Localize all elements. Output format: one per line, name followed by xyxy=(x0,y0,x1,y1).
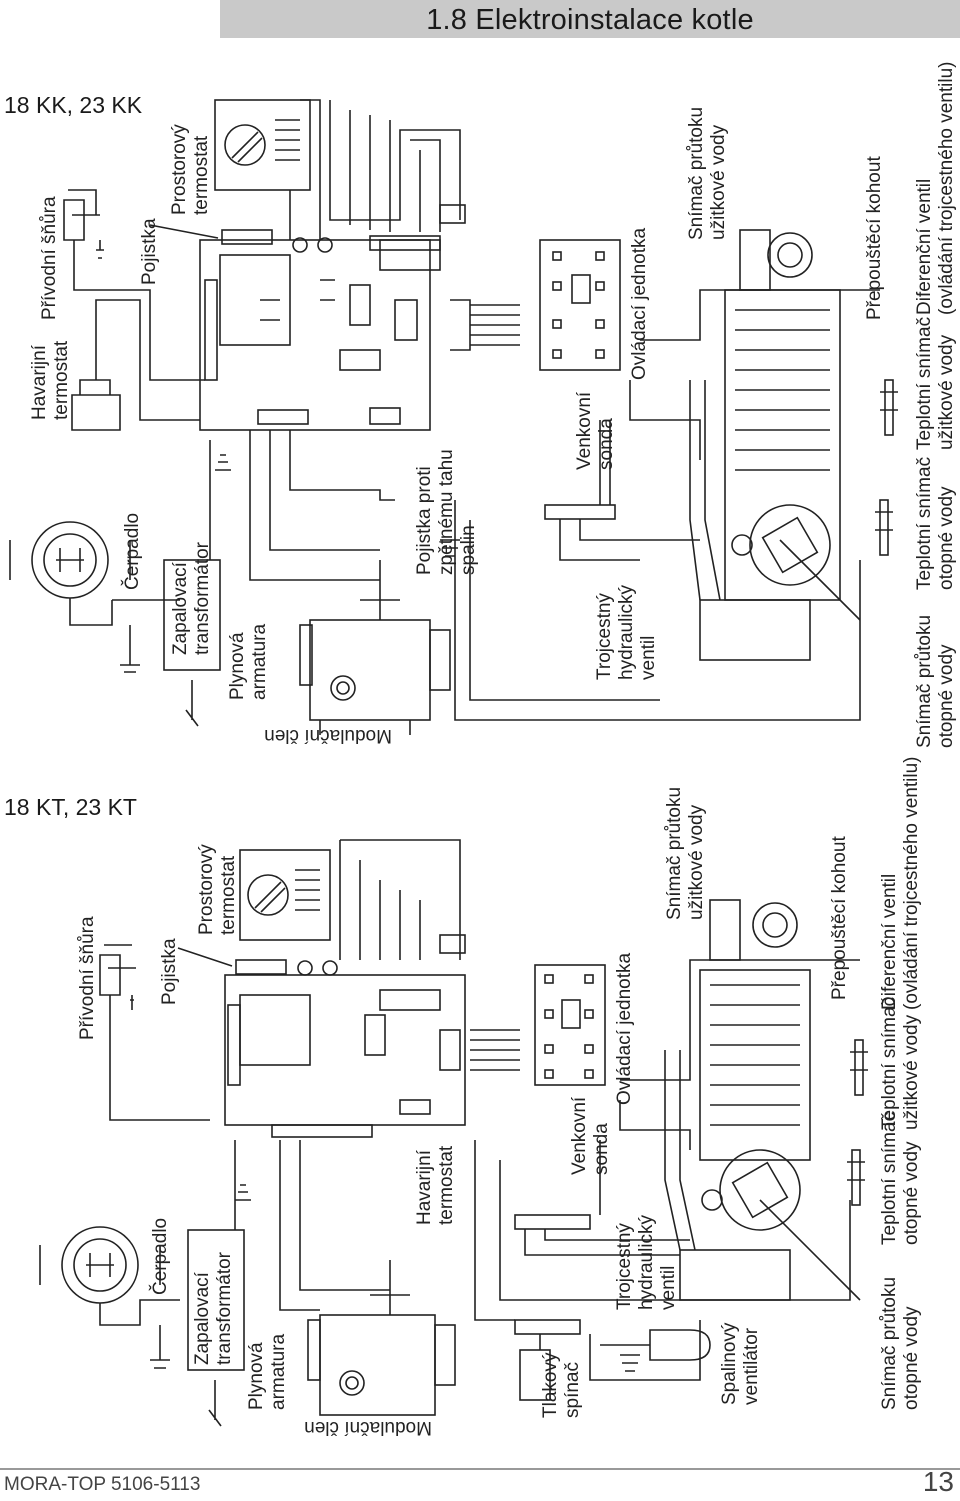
ignition-transformer-bottom xyxy=(187,1140,251,1427)
label-plynova-top: Plynová armatura xyxy=(227,624,270,700)
label-cerpadlo-top: Čerpadlo xyxy=(121,513,143,590)
label-privodni-top: Přívodní šňůra xyxy=(39,196,60,320)
temperature-sensors-bottom xyxy=(759,1039,868,1301)
label-pojistka-bottom: Pojistka xyxy=(159,938,180,1005)
label-zapalovaci-bottom: Zapalovací transformátor xyxy=(192,1251,235,1365)
emergency-thermostat-top xyxy=(71,299,200,431)
label-pojistka-top: Pojistka xyxy=(139,218,160,285)
wire-bundle-bottom xyxy=(339,839,466,960)
label-trojcestny-top: Trojcestný hydraulický ventil xyxy=(594,580,659,680)
room-thermostat-top xyxy=(214,99,321,240)
fuse-bottom xyxy=(177,947,287,975)
label-ovladaci-bottom: Ovládací jednotka xyxy=(614,952,635,1105)
power-plug-bottom xyxy=(99,944,210,1121)
label-havarijni-bottom: Havarijní termostat xyxy=(414,1145,457,1225)
label-teplotni-otopne-top: Teplotní snímač otopné vody xyxy=(914,452,957,590)
label-tlakovy-bottom: Tlakový spínač xyxy=(540,1347,583,1418)
ignition-transformer-top xyxy=(163,440,231,727)
label-modulacni-bottom: Modulační člen xyxy=(304,1417,432,1438)
label-diferencni-bottom: Diferenční ventil (ovládání trojcestného… xyxy=(879,757,922,1010)
label-cerpadlo-bottom: Čerpadlo xyxy=(149,1218,171,1295)
pressure-switch-bottom xyxy=(514,1319,701,1401)
label-diferencni-top: Diferenční ventil (ovládání trojcestného… xyxy=(914,62,957,315)
heat-exchanger-top xyxy=(689,229,841,661)
temperature-sensors-top xyxy=(779,379,898,621)
control-board-top xyxy=(199,237,441,431)
label-zapalovaci-top: Zapalovací transformátor xyxy=(170,541,213,655)
outdoor-sensor-connector-bottom xyxy=(514,1140,690,1256)
footer-page-number: 13 xyxy=(922,1466,954,1497)
section-heading-kt: 18 KT, 23 KT xyxy=(4,794,137,820)
label-prepousteci-bottom: Přepouštěcí kohout xyxy=(829,836,850,1000)
label-snimac-uzitkove-bottom: Snímač průtoku užitkové vody xyxy=(664,782,707,920)
pump-bottom xyxy=(39,1226,180,1369)
section-heading-kk: 18 KK, 23 KK xyxy=(4,92,143,118)
label-prostorovy-top: Prostorový termostat xyxy=(169,119,212,215)
power-plug-top xyxy=(63,189,205,381)
gas-valve-top xyxy=(299,560,451,735)
control-unit-top xyxy=(539,239,621,371)
label-snimac-otopne-bottom: Snímač průtoku otopné vody xyxy=(879,1272,922,1410)
label-teplotni-uzitkove-top: Teplotní snímač užitkové vody xyxy=(914,312,957,450)
label-snimac-uzitkove-top: Snímač průtoku užitkové vody xyxy=(686,102,729,240)
label-trojcestny-bottom: Trojcestný hydraulický ventil xyxy=(614,1210,679,1310)
label-prepousteci-top: Přepouštěcí kohout xyxy=(864,156,885,320)
label-teplotni-otopne-bottom: Teplotní snímač otopné vody xyxy=(879,1107,922,1245)
label-prostorovy-bottom: Prostorový termostat xyxy=(196,839,239,935)
wire-bundle-top xyxy=(329,100,466,251)
label-snimac-otopne-top: Snímač průtoku otopné vody xyxy=(914,610,957,748)
label-havarijni-top: Havarijní termostat xyxy=(29,340,72,420)
footer-divider xyxy=(0,1468,960,1470)
sensor-wiring-top xyxy=(454,289,880,721)
label-privodni-bottom: Přívodní šňůra xyxy=(77,916,98,1040)
label-modulacni-top: Modulační člen xyxy=(264,725,392,746)
section-header-bar: 1.8 Elektroinstalace kotle xyxy=(220,0,960,38)
pump-top xyxy=(9,521,180,673)
label-plynova-bottom: Plynová armatura xyxy=(246,1334,289,1410)
page-title: 1.8 Elektroinstalace kotle xyxy=(426,4,754,36)
label-pojistka-tah-top: Pojistka proti zpětnému tahu spalin xyxy=(414,444,479,575)
ribbon-cable-top xyxy=(450,299,520,351)
room-thermostat-bottom xyxy=(239,849,331,941)
flue-fan-bottom xyxy=(600,1329,711,1361)
outdoor-sensor-connector-top xyxy=(544,420,700,561)
ribbon-cable-bottom xyxy=(470,1029,520,1071)
control-unit-bottom xyxy=(534,964,606,1086)
label-venkovni-bottom: Venkovní sonda xyxy=(569,1092,612,1175)
label-teplotni-uzitkove-bottom: Teplotní snímač užitkové vody xyxy=(879,992,922,1130)
label-venkovni-top: Venkovní sonda xyxy=(574,387,617,470)
sensor-wiring-bottom xyxy=(474,959,860,1321)
footer-model: MORA-TOP 5106-5113 xyxy=(4,1474,201,1495)
flue-safety-top xyxy=(249,430,460,581)
fuse-top xyxy=(149,224,273,245)
label-ovladaci-top: Ovládací jednotka xyxy=(629,227,650,380)
label-spalinovy-bottom: Spalinový ventilátor xyxy=(719,1317,762,1405)
gas-valve-bottom xyxy=(279,1140,456,1416)
control-board-bottom xyxy=(224,960,466,1138)
